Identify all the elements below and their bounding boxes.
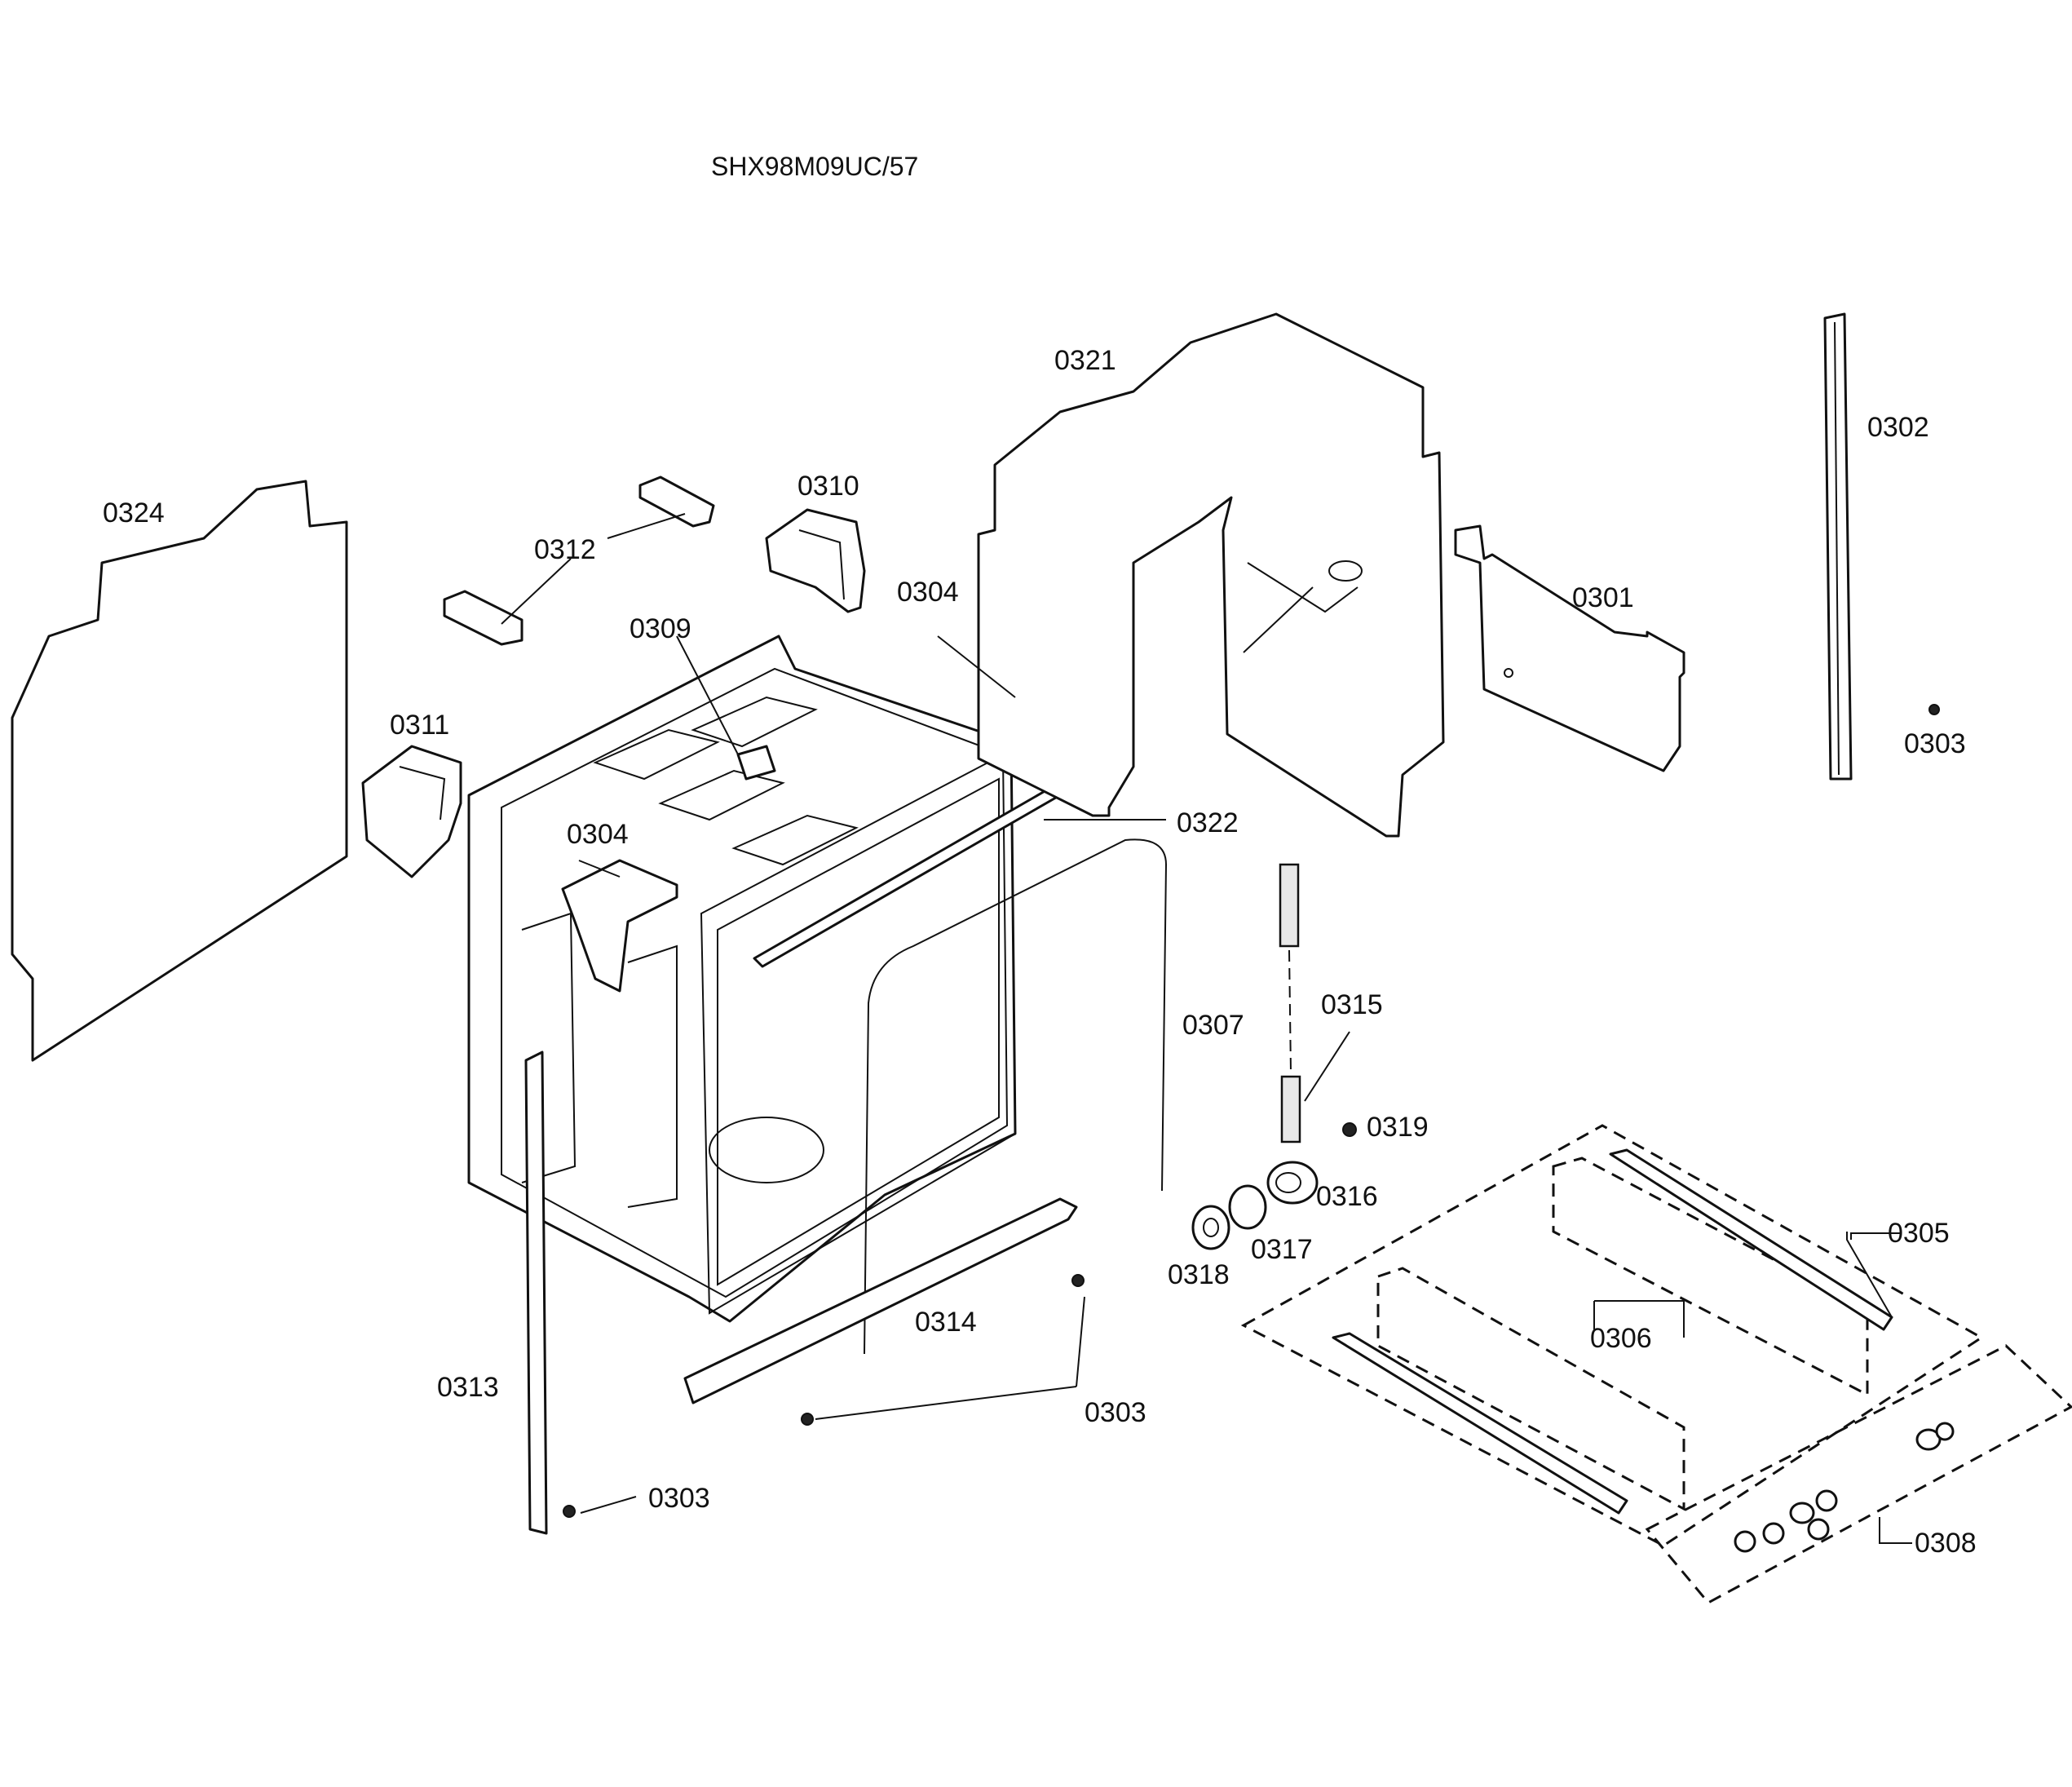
part-0309-clip — [736, 745, 776, 781]
label-0309: 0309 — [630, 613, 691, 644]
screw-0303-right — [1928, 704, 1940, 715]
part-0302-vertical-strip — [1823, 312, 1853, 781]
label-0322: 0322 — [1177, 807, 1239, 838]
label-0315: 0315 — [1321, 989, 1383, 1020]
label-0305: 0305 — [1888, 1218, 1950, 1249]
label-0310: 0310 — [797, 471, 859, 502]
part-0304-bracket-left — [561, 859, 678, 993]
label-0316: 0316 — [1316, 1181, 1378, 1212]
part-0311-connector — [361, 745, 462, 878]
part-0308-leveling-feet — [1734, 1422, 1955, 1553]
label-0306: 0306 — [1590, 1323, 1652, 1354]
label-0324: 0324 — [103, 498, 165, 529]
part-0301-cover — [1454, 524, 1685, 772]
part-0314-base-strip — [683, 1197, 1078, 1404]
part-0318-disk — [1191, 1205, 1230, 1250]
screw-0303-bottom-left — [563, 1505, 576, 1518]
label-0314: 0314 — [915, 1307, 977, 1338]
label-0303-left: 0303 — [648, 1483, 710, 1514]
part-0307-door-seal — [864, 838, 1168, 1355]
part-0319-screw — [1342, 1122, 1357, 1137]
part-0317-ring — [1228, 1184, 1267, 1230]
model-title: SHX98M09UC/57 — [711, 152, 918, 181]
label-0311: 0311 — [390, 710, 449, 741]
label-0319: 0319 — [1367, 1112, 1429, 1143]
label-0312: 0312 — [534, 534, 596, 565]
label-0307: 0307 — [1182, 1010, 1244, 1041]
label-0303-right: 0303 — [1904, 728, 1966, 759]
part-0321-insulation-blanket — [977, 312, 1445, 838]
label-0318: 0318 — [1168, 1259, 1230, 1290]
label-0317: 0317 — [1251, 1234, 1313, 1265]
label-0301: 0301 — [1572, 582, 1634, 613]
part-0305-rail — [1609, 1148, 1893, 1331]
label-0303-center: 0303 — [1085, 1397, 1146, 1428]
tub-assembly — [467, 635, 1017, 1323]
label-0302: 0302 — [1867, 412, 1929, 443]
part-0324-side-panel — [11, 480, 348, 1062]
leader-lines — [501, 513, 1912, 1544]
label-0308: 0308 — [1915, 1528, 1977, 1559]
label-0313: 0313 — [437, 1372, 499, 1403]
label-0321: 0321 — [1054, 345, 1116, 376]
part-0313-side-strip — [524, 1051, 548, 1535]
label-0304-upper: 0304 — [897, 577, 959, 608]
part-0315-hose — [1279, 863, 1301, 1143]
part-0310-connector — [765, 508, 866, 613]
screw-0303-bottom-center — [801, 1274, 1085, 1426]
base-frame-dashed-outline — [1240, 1124, 2072, 1604]
part-0316-fitting — [1266, 1161, 1319, 1205]
part-0306-rail — [1332, 1332, 1628, 1515]
part-0312-brackets — [443, 476, 715, 646]
label-0304-lower: 0304 — [567, 819, 629, 850]
